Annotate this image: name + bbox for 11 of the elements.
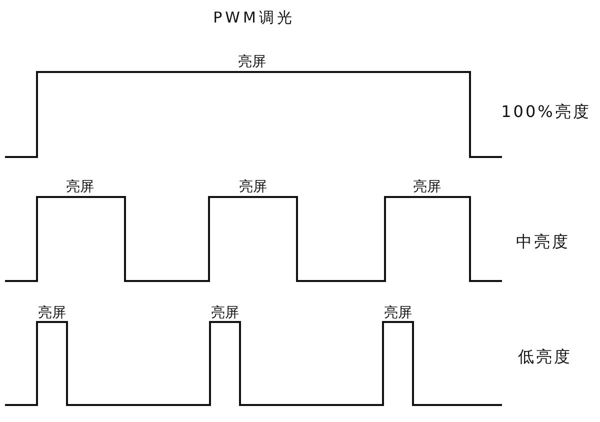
- title: PWM调光: [213, 10, 295, 26]
- state-label: 亮屏: [66, 180, 94, 194]
- state-label: 亮屏: [38, 306, 66, 320]
- state-label: 亮屏: [239, 180, 267, 194]
- brightness-label: 100%亮度: [501, 104, 591, 120]
- state-label: 亮屏: [413, 180, 441, 194]
- brightness-label: 低亮度: [518, 349, 572, 365]
- state-label: 亮屏: [384, 306, 412, 320]
- brightness-label: 中亮度: [516, 234, 570, 250]
- state-label: 亮屏: [238, 55, 266, 69]
- state-label: 亮屏: [211, 306, 239, 320]
